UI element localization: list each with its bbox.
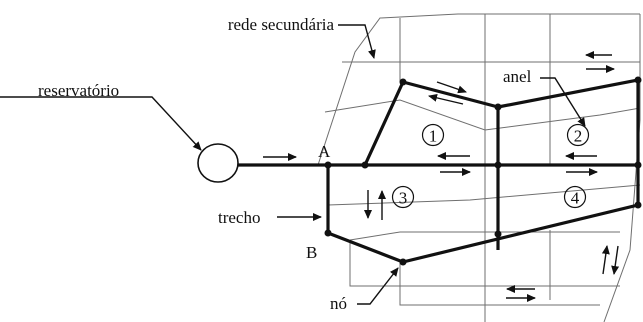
node [361, 161, 369, 169]
main-network [238, 78, 640, 264]
label-no: nó [330, 294, 347, 313]
flow-arrow [428, 93, 464, 105]
label-point-b: B [306, 243, 317, 262]
leader-reservatorio [0, 96, 202, 151]
node [634, 201, 642, 209]
ring-pipe [326, 78, 640, 264]
leader-rede-secundaria [338, 24, 376, 59]
flow-arrow [611, 245, 620, 275]
node-b [324, 229, 332, 237]
reservoir-icon [197, 143, 239, 183]
leader-anel [540, 77, 586, 127]
leader-no [357, 267, 399, 305]
loop-4-number: 4 [571, 189, 580, 208]
loop-2-number: 2 [574, 127, 583, 146]
leader-lines [0, 24, 586, 305]
loop-4-circle [563, 185, 587, 209]
flow-arrow [436, 81, 467, 94]
flow-arrows [263, 51, 620, 302]
node [494, 230, 502, 238]
label-reservatorio: reservatório [38, 81, 119, 100]
flow-arrow [601, 245, 610, 275]
loop-1-circle [421, 123, 445, 147]
node [634, 161, 642, 169]
node-no [399, 258, 407, 266]
label-anel: anel [503, 67, 532, 86]
loop-3-number: 3 [399, 189, 408, 208]
loop-3-circle [391, 185, 415, 209]
loop-1-number: 1 [429, 127, 438, 146]
network-nodes [324, 76, 642, 266]
node [494, 161, 502, 169]
node [494, 103, 502, 111]
label-point-a: A [318, 142, 331, 161]
secondary-network-grid [317, 13, 641, 322]
loop-numbers: 1 2 3 4 [391, 123, 590, 209]
label-trecho: trecho [218, 208, 260, 227]
node [634, 76, 642, 84]
node [399, 78, 407, 86]
label-rede-secundaria: rede secundária [228, 15, 335, 34]
node-a [324, 161, 332, 169]
